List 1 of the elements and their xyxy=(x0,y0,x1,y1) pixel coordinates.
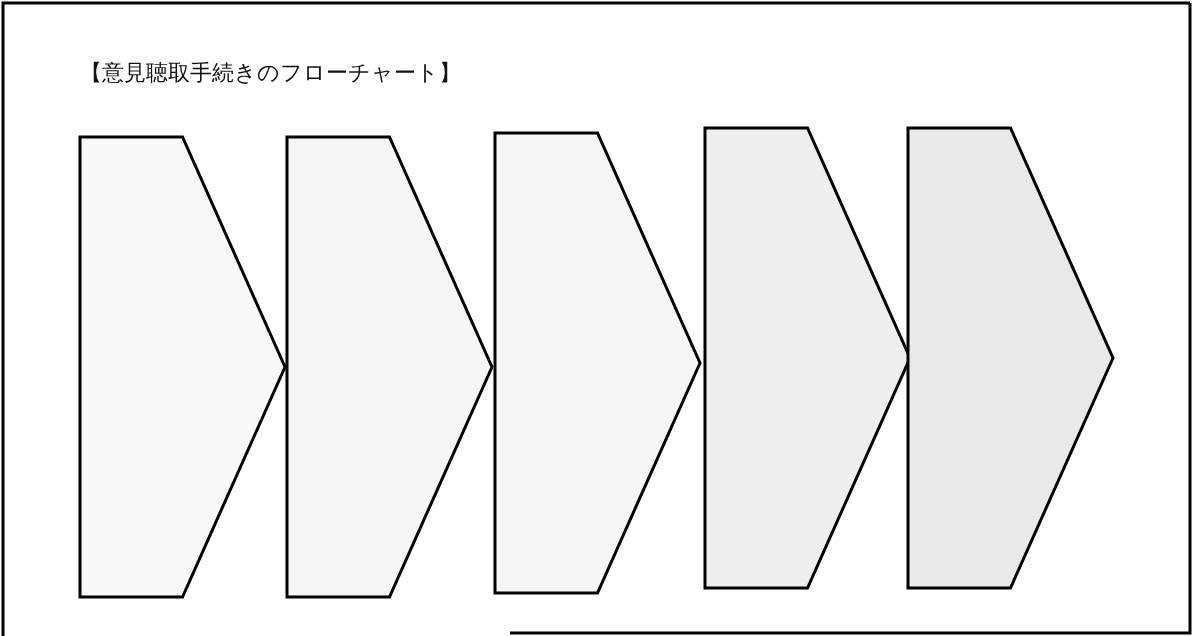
title: 【意見聴取手続きのフローチャート】 xyxy=(80,59,461,87)
